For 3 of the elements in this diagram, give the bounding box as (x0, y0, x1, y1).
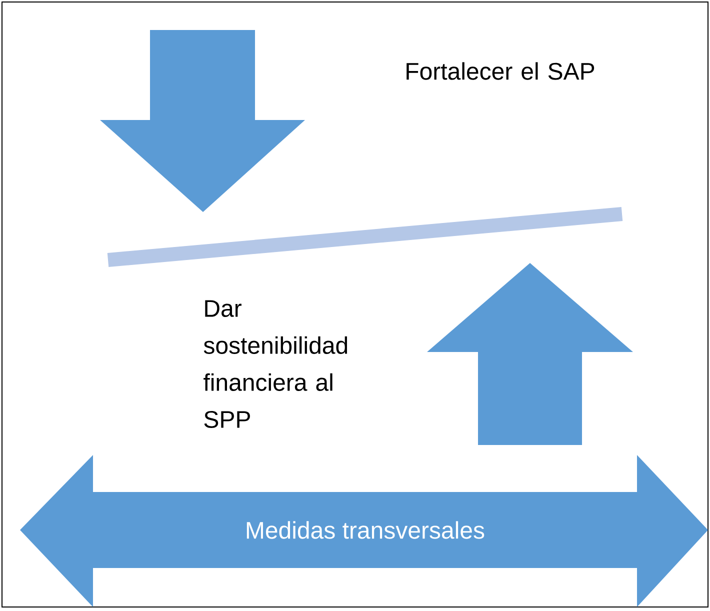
double-arrow-band: Medidas transversales (20, 455, 708, 607)
text-label: Dar sostenibilidad financiera al SPP (204, 300, 348, 428)
text-label: Fortalecer el SAP (406, 62, 594, 80)
